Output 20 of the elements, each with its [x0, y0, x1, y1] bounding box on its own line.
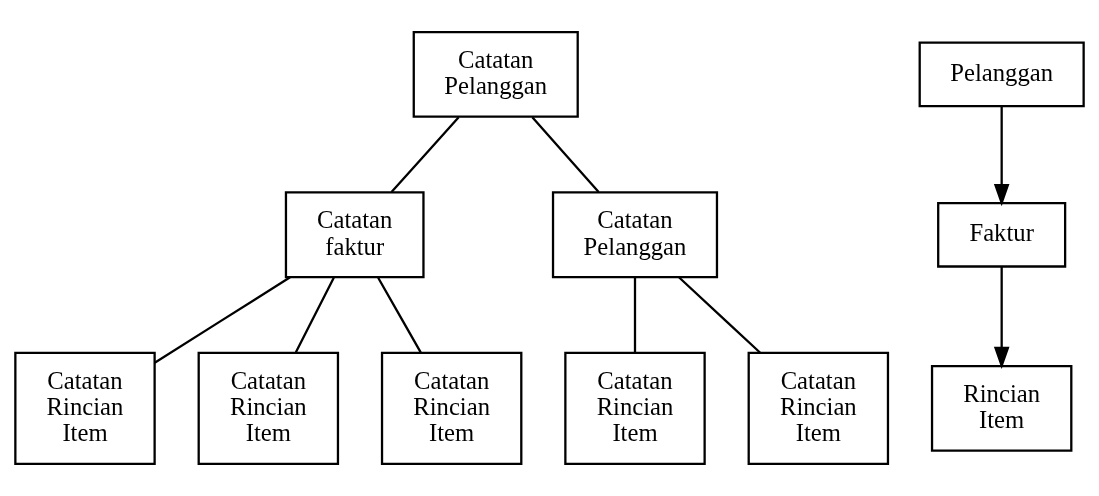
node-box: Pelanggan [918, 41, 1085, 108]
node-box: Catatan Rincian Item [197, 351, 340, 466]
connector [633, 277, 637, 353]
node-box: Catatan Pelanggan [412, 30, 579, 118]
arrow [993, 106, 1010, 207]
arrow [993, 266, 1010, 370]
node-box: Catatan Rincian Item [14, 351, 156, 466]
node-box: Catatan Rincian Item [564, 351, 706, 466]
node-box: Catatan faktur [284, 191, 425, 279]
node-box: Faktur [937, 201, 1067, 268]
node-box: Catatan Rincian Item [380, 351, 523, 466]
connector [531, 116, 600, 193]
node-box: Catatan Pelanggan [551, 191, 719, 279]
connector [154, 276, 291, 364]
connector [377, 277, 422, 353]
connector [678, 276, 761, 354]
connector [390, 116, 460, 193]
node-box: Catatan Rincian Item [747, 351, 890, 466]
node-box: Rincian Item [930, 364, 1073, 452]
connector [294, 277, 335, 353]
